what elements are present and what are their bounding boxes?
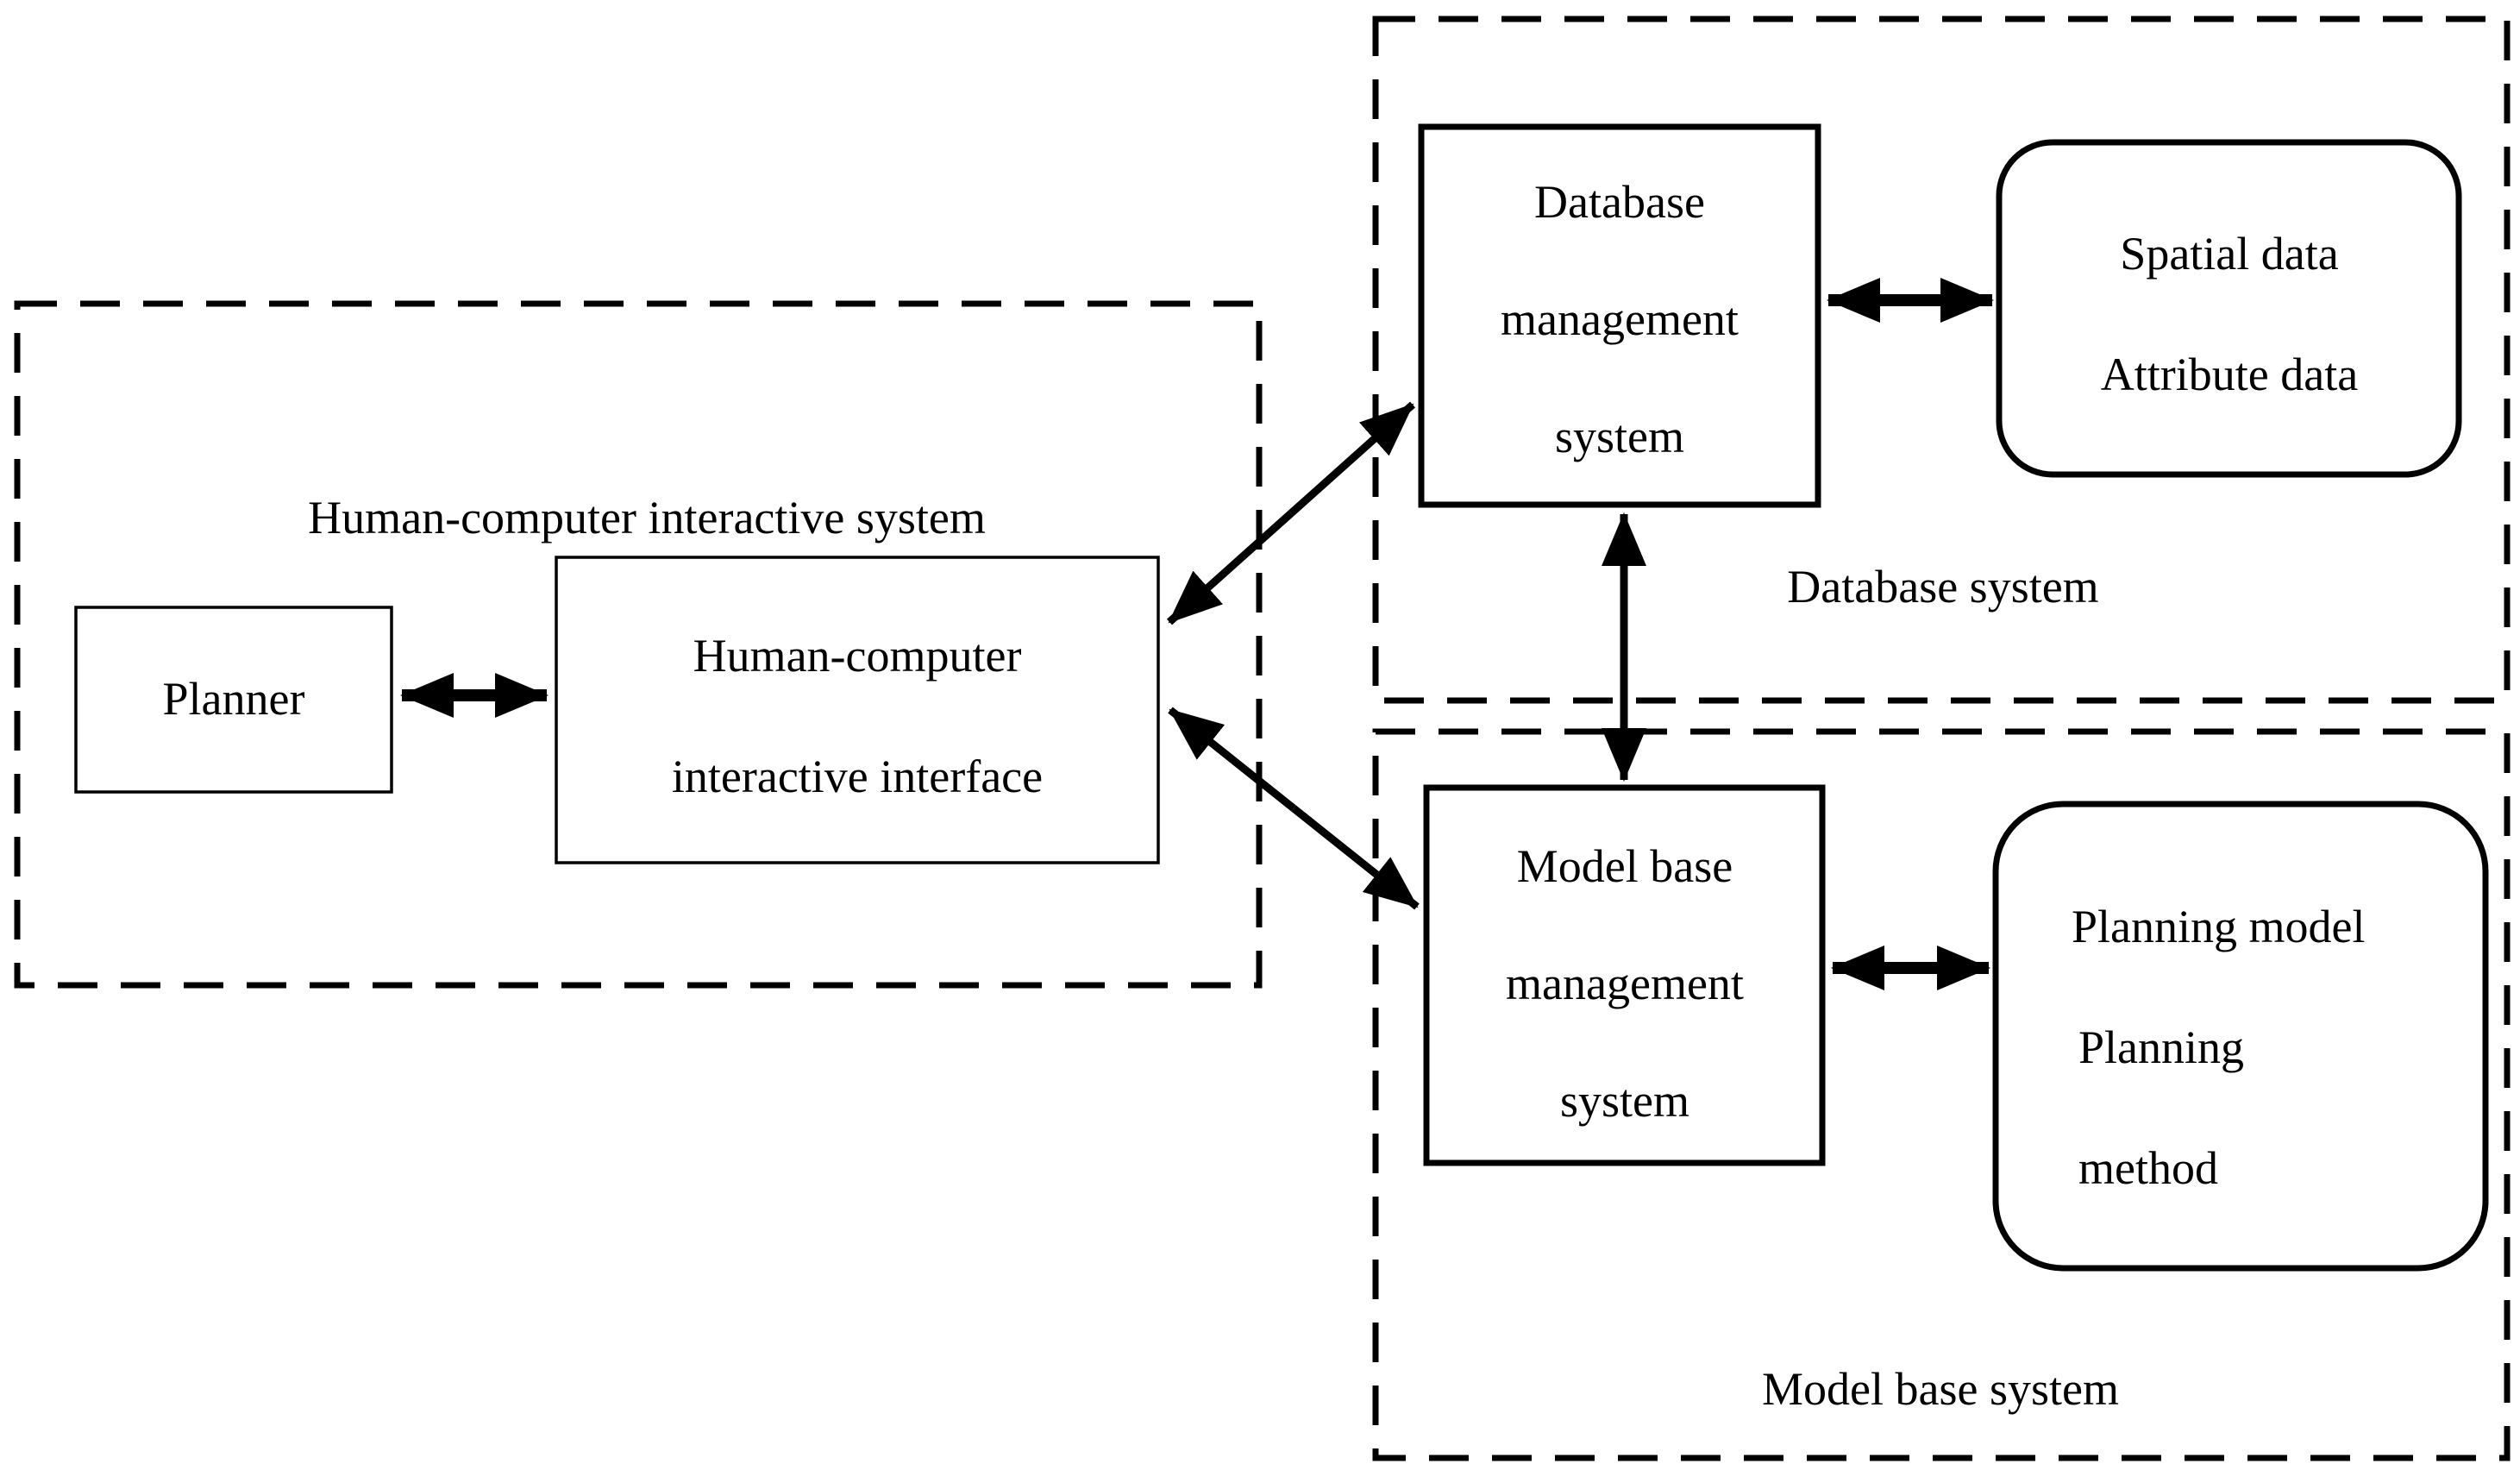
hci-interface-label-line1: Human-computer bbox=[693, 630, 1022, 682]
arrow-interface-mbms bbox=[1168, 707, 1420, 910]
hci-system-title: Human-computer interactive system bbox=[308, 492, 986, 544]
spatial-data-label: Spatial data bbox=[2120, 228, 2338, 280]
planning-label: Planning bbox=[2078, 1021, 2244, 1073]
database-system-title: Database system bbox=[1787, 561, 2098, 613]
dbms-label-line3: system bbox=[1555, 411, 1684, 462]
attribute-data-label: Attribute data bbox=[2101, 349, 2358, 400]
dbms-label-line1: Database bbox=[1534, 176, 1705, 228]
hci-interface-label-line2: interactive interface bbox=[672, 751, 1043, 802]
model-base-system-dashed-container bbox=[1372, 728, 2511, 1461]
planner-box bbox=[74, 606, 393, 794]
dbms-label-line2: management bbox=[1501, 293, 1739, 345]
planner-label: Planner bbox=[163, 673, 305, 725]
planning-model-method-box bbox=[1992, 801, 2489, 1272]
mbms-box bbox=[1423, 784, 1826, 1166]
arrow-interface-dbms bbox=[1167, 401, 1415, 625]
method-label: method bbox=[2078, 1142, 2218, 1194]
hci-system-dashed-container bbox=[14, 300, 1263, 989]
mbms-label-line1: Model base bbox=[1517, 840, 1733, 892]
spatial-attribute-data-box bbox=[1996, 139, 2462, 478]
database-system-dashed-container bbox=[1372, 16, 2511, 704]
mbms-label-line2: management bbox=[1506, 958, 1744, 1009]
dbms-box bbox=[1418, 123, 1821, 508]
model-base-system-title: Model base system bbox=[1762, 1363, 2119, 1415]
hci-interface-box bbox=[555, 556, 1160, 864]
mbms-label-line3: system bbox=[1560, 1075, 1689, 1127]
planning-model-label: Planning model bbox=[2072, 901, 2365, 952]
